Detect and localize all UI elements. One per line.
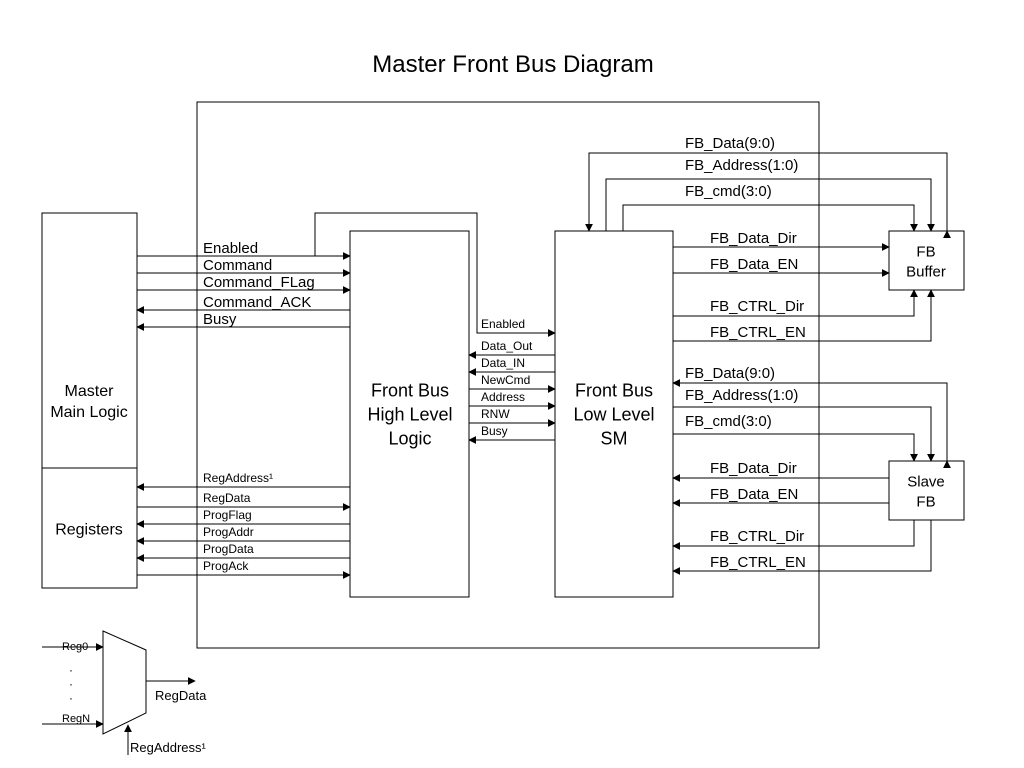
buffer-signal-label-1: FB_Address(1:0) [685,157,798,174]
low-level-sm-label-line-1: Low Level [573,404,654,424]
slave-signal-label-6: FB_CTRL_EN [710,554,806,571]
master-signal-label-2: Command_FLag [203,274,315,291]
mux-in0-label: Reg0 [62,641,88,653]
slave-signal-label-5: FB_CTRL_Dir [710,528,804,545]
high-level-logic-label-line-0: Front Bus [371,380,449,400]
fb-buffer-box [888,230,965,291]
master-signal-label-3: Command_ACK [203,294,311,311]
fb-buffer-label-line-0: FB [916,243,935,260]
mux-dots-2: · [69,691,73,705]
buffer-signal-1 [605,178,935,232]
buffer-signal-0 [585,152,951,239]
page-title: Master Front Bus Diagram [372,51,653,78]
buffer-signal-label-4: FB_Data_EN [710,256,798,273]
buffer-signal-label-3: FB_Data_Dir [710,230,797,247]
slave-signal-label-2: FB_cmd(3:0) [685,413,772,430]
low-level-sm-label-line-0: Front Bus [575,380,653,400]
register-signal-label-1: RegData [203,491,251,505]
mid-signal-label-0: Enabled [481,317,525,331]
slave-fb-box [888,460,965,521]
slave-signal-0 [672,379,951,469]
outer-frame [196,101,820,649]
slave-signal-label-1: FB_Address(1:0) [685,387,798,404]
master-main-logic-label-line-1: Main Logic [50,404,127,421]
mid-signal-label-4: Address [481,390,525,404]
high-level-logic-label-line-2: Logic [388,428,431,448]
high-level-logic-label-line-1: High Level [367,404,452,424]
register-signal-label-3: ProgAddr [203,525,254,539]
slave-signal-5 [672,520,915,550]
buffer-signal-6 [673,289,935,342]
low-level-sm-label-line-2: SM [601,428,628,448]
slave-signal-label-3: FB_Data_Dir [710,460,797,477]
mid-signal-label-2: Data_IN [481,356,525,370]
slave-signal-label-0: FB_Data(9:0) [685,365,775,382]
master-signal-label-0: Enabled [203,240,258,257]
mux-shape [102,630,147,735]
mid-signal-label-3: NewCmd [481,373,530,387]
slave-fb-label-line-0: Slave [907,473,945,490]
slave-signal-1 [673,406,935,462]
buffer-signal-label-6: FB_CTRL_EN [710,324,806,341]
mid-signal-label-5: RNW [481,407,510,421]
buffer-signal-label-0: FB_Data(9:0) [685,135,775,152]
register-signal-label-4: ProgData [203,542,254,556]
register-signal-label-0: RegAddress¹ [203,471,273,485]
master-main-logic-box [41,212,138,589]
high-level-logic-box [349,230,470,598]
mux-out-label: RegData [155,688,207,703]
master-main-logic-label-line-0: Master [65,383,115,400]
master-signal-label-4: Busy [203,311,237,328]
mux-dots-1: · [69,677,73,691]
buffer-signal-2 [622,204,918,232]
mux-dots-0: · [69,663,73,677]
fb-buffer-label-line-1: Buffer [906,263,946,280]
mux-sel-label: RegAddress¹ [130,740,207,755]
buffer-signal-label-2: FB_cmd(3:0) [685,183,772,200]
slave-signal-2 [673,433,918,462]
register-signal-label-5: ProgAck [203,559,249,573]
enabled-route [314,212,556,337]
slave-signal-label-4: FB_Data_EN [710,486,798,503]
buffer-signal-label-5: FB_CTRL_Dir [710,298,804,315]
mid-signal-label-6: Busy [481,424,508,438]
master-signal-label-1: Command [203,257,272,274]
register-signal-label-2: ProgFlag [203,508,252,522]
slave-fb-label-line-1: FB [916,493,935,510]
mid-signal-label-1: Data_Out [481,339,533,353]
registers-label-line-0: Registers [55,522,123,539]
mux-inN-label: RegN [62,713,90,725]
buffer-signal-5 [673,289,918,317]
slave-signal-6 [672,520,932,575]
